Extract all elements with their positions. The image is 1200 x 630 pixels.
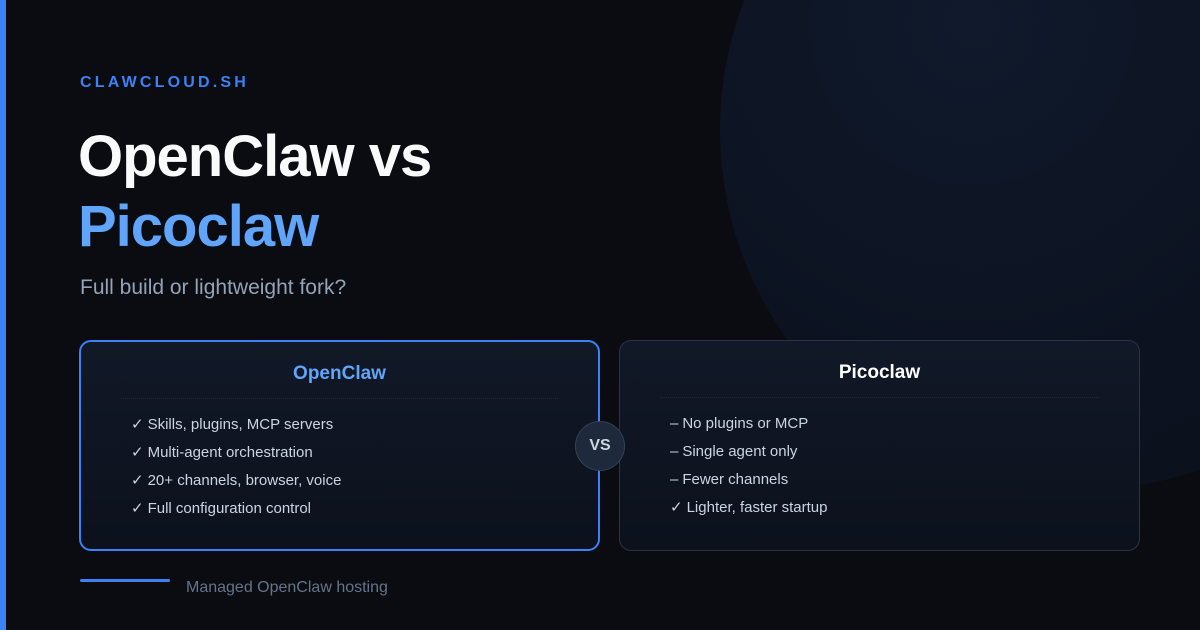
title-line-2: Picoclaw bbox=[78, 194, 319, 259]
comparison-card-picoclaw: Picoclaw –No plugins or MCP –Single agen… bbox=[619, 340, 1140, 551]
subtitle: Full build or lightweight fork? bbox=[80, 276, 347, 299]
card-title: Picoclaw bbox=[838, 362, 921, 383]
comparison-card-openclaw: OpenClaw ✓Skills, plugins, MCP servers ✓… bbox=[79, 340, 600, 551]
vs-badge: VS bbox=[575, 421, 625, 471]
list-item: –Single agent only bbox=[670, 438, 1139, 466]
left-accent-bar bbox=[0, 0, 6, 630]
feature-text: Multi-agent orchestration bbox=[147, 444, 313, 461]
title-line-1: OpenClaw vs bbox=[78, 124, 432, 189]
feature-text: No plugins or MCP bbox=[682, 415, 809, 432]
feature-text: Lighter, faster startup bbox=[686, 499, 828, 516]
dash-icon: – bbox=[670, 415, 679, 432]
feature-text: 20+ channels, browser, voice bbox=[147, 472, 342, 489]
check-icon: ✓ bbox=[131, 472, 144, 489]
feature-list: ✓Skills, plugins, MCP servers ✓Multi-age… bbox=[131, 411, 598, 523]
feature-text: Skills, plugins, MCP servers bbox=[147, 416, 334, 433]
footer-accent-line bbox=[80, 579, 170, 582]
list-item: ✓Multi-agent orchestration bbox=[131, 439, 598, 467]
check-icon: ✓ bbox=[131, 416, 144, 433]
dash-icon: – bbox=[670, 443, 679, 460]
list-item: ✓Full configuration control bbox=[131, 495, 598, 523]
list-item: –Fewer channels bbox=[670, 466, 1139, 494]
check-icon: ✓ bbox=[131, 500, 144, 517]
page-title: OpenClaw vs Picoclaw bbox=[78, 122, 432, 262]
feature-list: –No plugins or MCP –Single agent only –F… bbox=[670, 410, 1139, 522]
check-icon: ✓ bbox=[670, 499, 683, 516]
brand-label: CLAWCLOUD.SH bbox=[80, 74, 250, 91]
feature-text: Single agent only bbox=[682, 443, 798, 460]
card-divider bbox=[121, 398, 558, 399]
footer-tagline: Managed OpenClaw hosting bbox=[186, 579, 388, 596]
list-item: ✓20+ channels, browser, voice bbox=[131, 467, 598, 495]
feature-text: Full configuration control bbox=[147, 500, 311, 517]
feature-text: Fewer channels bbox=[682, 471, 789, 488]
list-item: –No plugins or MCP bbox=[670, 410, 1139, 438]
card-divider bbox=[660, 397, 1099, 398]
check-icon: ✓ bbox=[131, 444, 144, 461]
list-item: ✓Lighter, faster startup bbox=[670, 494, 1139, 522]
list-item: ✓Skills, plugins, MCP servers bbox=[131, 411, 598, 439]
card-title: OpenClaw bbox=[293, 363, 386, 384]
dash-icon: – bbox=[670, 471, 679, 488]
